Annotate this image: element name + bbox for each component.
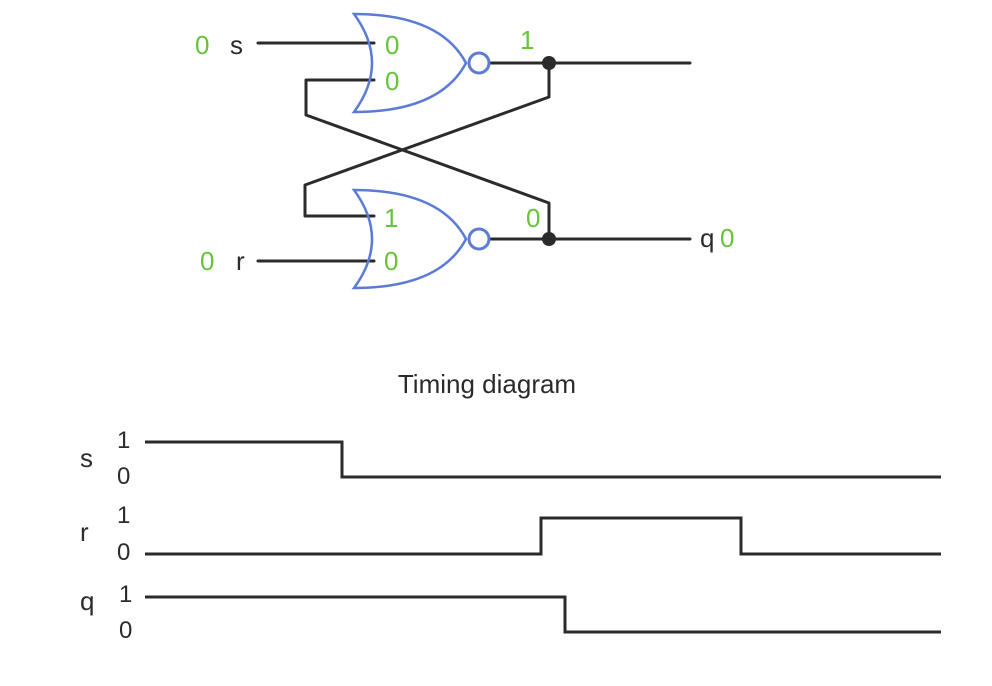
s-input-value: 0 (195, 30, 209, 60)
timing-signal-name: r (80, 517, 89, 547)
r-input-value: 0 (200, 246, 214, 276)
timing-high-label: 1 (117, 502, 130, 529)
timing-waveform-r (145, 516, 941, 556)
timing-low-label: 0 (117, 539, 130, 566)
timing-row-r: r 1 0 (80, 502, 941, 566)
timing-row-s: s 1 0 (80, 427, 941, 490)
nor-gate-bottom-body (351, 188, 468, 290)
junction-dot-bottom (542, 232, 556, 246)
wire-bottom-feedback (303, 61, 551, 218)
nor-gate-bottom-bubble (467, 227, 491, 251)
nor-gate-top (351, 12, 491, 114)
top-gate-in1-value: 0 (385, 30, 399, 60)
wire-top-feedback (304, 78, 551, 241)
nor-gate-bottom (351, 188, 491, 290)
timing-waveform-s (145, 440, 941, 479)
top-gate-in2-value: 0 (385, 66, 399, 96)
timing-low-label: 0 (119, 617, 132, 644)
q-output-label: q (700, 223, 714, 253)
timing-signal-name: s (80, 443, 93, 473)
timing-high-label: 1 (119, 581, 132, 608)
r-input-label: r (236, 246, 245, 276)
timing-signal-name: q (80, 586, 94, 616)
nor-gate-top-bubble (467, 51, 491, 75)
q-output-value: 0 (720, 223, 734, 253)
junction-dot-top (542, 56, 556, 70)
bottom-gate-out-value: 0 (526, 203, 540, 233)
nor-gate-top-body (351, 12, 468, 114)
s-input-label: s (230, 30, 243, 60)
bottom-gate-in2-value: 0 (384, 246, 398, 276)
circuit-wires (256, 41, 692, 263)
timing-low-label: 0 (117, 463, 130, 490)
top-gate-out-value: 1 (520, 25, 534, 55)
timing-high-label: 1 (117, 427, 130, 454)
timing-row-q: q 1 0 (80, 581, 941, 644)
timing-title: Timing diagram (398, 369, 576, 399)
bottom-gate-in1-value: 1 (384, 203, 398, 233)
timing-rows: s 1 0 r 1 0 q 1 0 (80, 427, 941, 644)
circuit-labels: 0 s 0 r 0 0 1 1 0 0 q 0 (195, 25, 734, 276)
timing-waveform-q (145, 595, 941, 634)
